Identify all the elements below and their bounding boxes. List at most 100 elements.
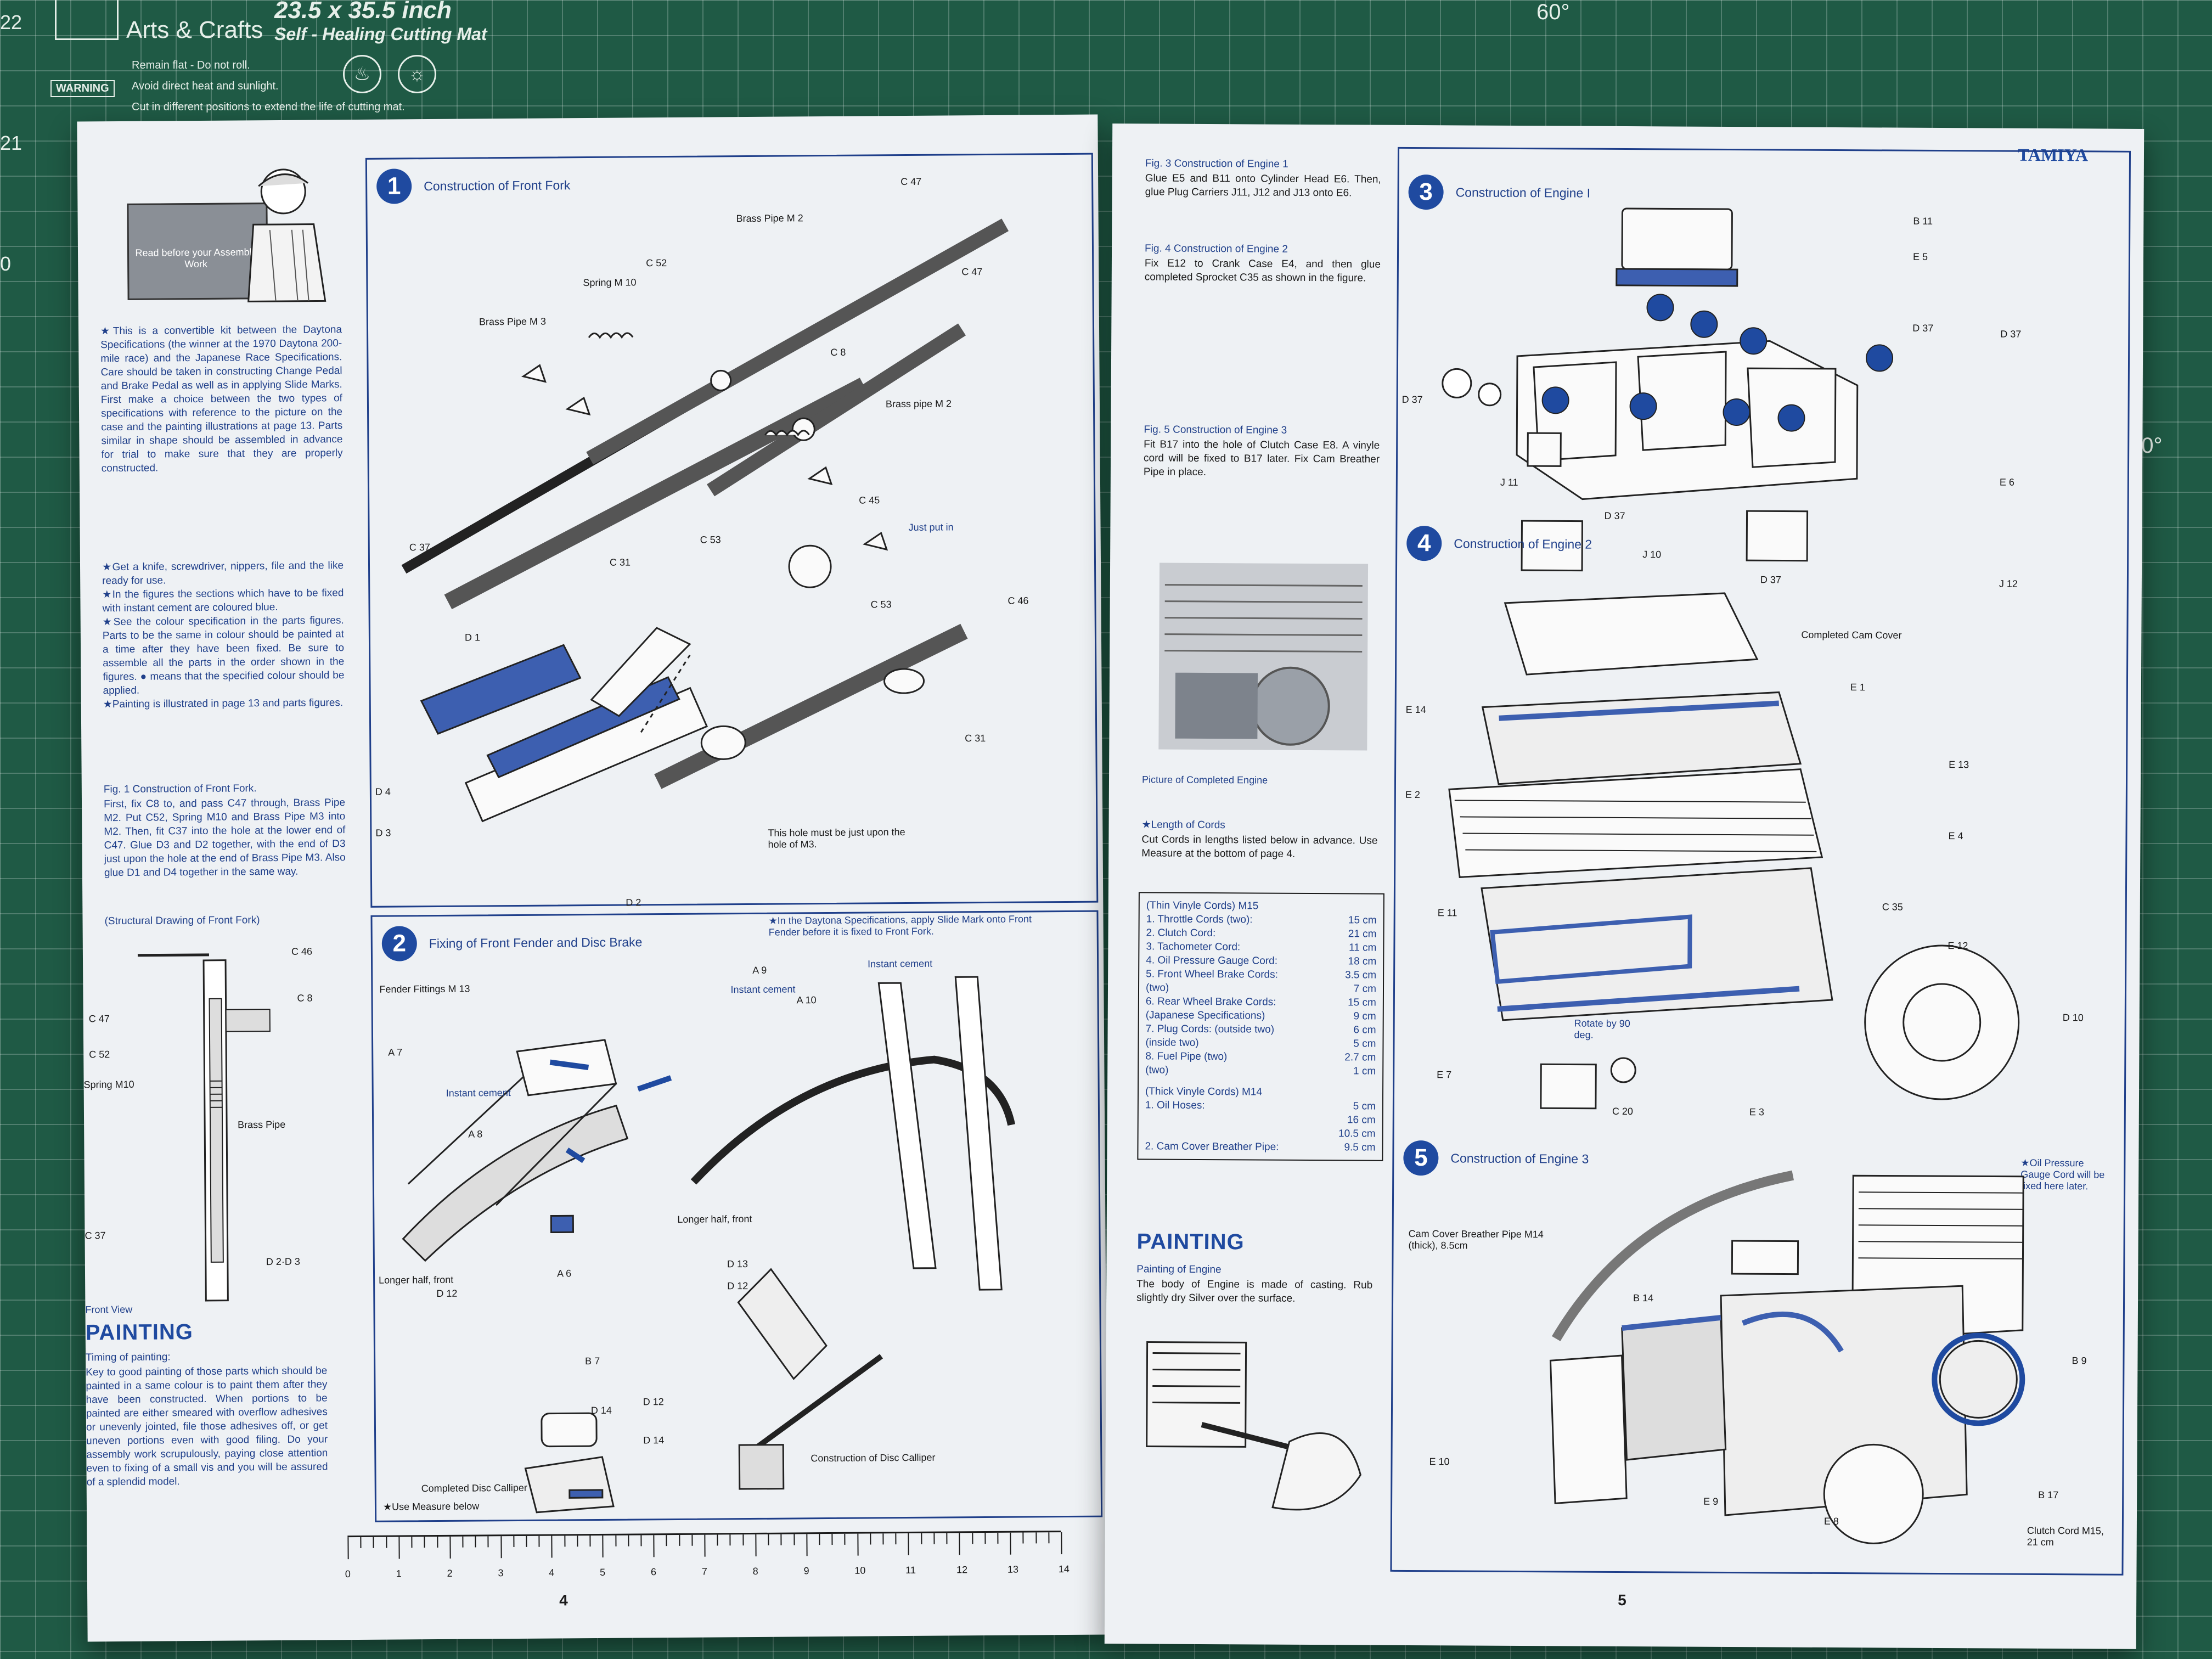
ruler-tick-label: 12 [956, 1564, 968, 1576]
s1-c31: C 31 [965, 732, 986, 744]
s1-just-put-in: Just put in [908, 521, 954, 533]
s1-brass-m2: Brass Pipe M 2 [736, 212, 803, 224]
s1-c8: C 8 [830, 346, 846, 358]
cord-length: 6 cm [1353, 1024, 1376, 1036]
ruler-tick-mark [526, 1536, 527, 1547]
mat-sun-icon: ☼ [398, 55, 436, 93]
ruler-tick-mark [386, 1537, 387, 1548]
ruler-tick-mark [882, 1533, 884, 1545]
ruler-tick-label: 7 [701, 1566, 707, 1577]
ruler-tick-mark [640, 1535, 642, 1546]
section-1-title: 1 Construction of Front Fork [376, 167, 571, 204]
ruler-tick-mark [1010, 1532, 1011, 1555]
ruler-tick-mark [819, 1534, 820, 1545]
s4-rotate-note: Rotate by 90 deg. [1574, 1017, 1630, 1041]
section-1-label: Construction of Front Fork [424, 177, 571, 193]
cord-row: (two)1 cm [1145, 1063, 1376, 1078]
cord-row: 1. Throttle Cords (two):15 cm [1146, 912, 1377, 927]
ruler-tick-mark [398, 1537, 400, 1559]
s2-instant-cement-3: Instant cement [446, 1087, 511, 1099]
section-2-label: Fixing of Front Fender and Disc Brake [429, 934, 643, 951]
ruler-tick-label: 2 [447, 1567, 453, 1579]
s2-d12-top: D 12 [436, 1287, 458, 1300]
ruler-tick-mark [1035, 1532, 1037, 1544]
cords-text: Cut Cords in lengths listed below in adv… [1141, 834, 1378, 860]
fig3-title: Fig. 3 Construction of Engine 1 [1145, 158, 1288, 170]
section-2-title: 2 Fixing of Front Fender and Disc Brake [381, 924, 643, 961]
section-2-number: 2 [381, 926, 418, 961]
ruler-tick-label: 4 [549, 1567, 555, 1578]
ruler-tick-mark [564, 1536, 566, 1547]
painting-sub-right: Painting of Engine [1136, 1263, 1222, 1276]
painting-text-left: Key to good painting of those parts whic… [86, 1365, 328, 1488]
s1-c47-right: C 47 [961, 266, 983, 278]
ruler-tick-label: 11 [905, 1564, 916, 1576]
s1-d3: D 3 [375, 827, 391, 839]
ruler-tick-mark [870, 1533, 871, 1545]
page-number-4: 4 [559, 1591, 568, 1609]
ruler-tick-mark [589, 1536, 591, 1547]
completed-engine-photo [1158, 563, 1369, 751]
s4-c20: C 20 [1612, 1105, 1633, 1117]
ruler-tick-mark [1022, 1532, 1024, 1544]
daytona-note: ★In the Daytona Specifications, apply Sl… [768, 913, 1032, 938]
s1-d2: D 2 [626, 897, 641, 908]
s1-brass-m3: Brass Pipe M 3 [479, 316, 547, 328]
s1-c31-top: C 31 [609, 556, 631, 568]
s3-j11: J 11 [1500, 476, 1518, 488]
s5-b17: B 17 [2038, 1489, 2059, 1501]
s1-c47-top: C 47 [900, 176, 922, 188]
fender-disc-brake-illustration [402, 976, 1016, 1514]
painting-heading-left: PAINTING [85, 1320, 194, 1345]
ruler-tick-mark [436, 1536, 438, 1548]
cord-length: 7 cm [1353, 983, 1377, 995]
cord-name: 2. Cam Cover Breather Pipe: [1145, 1140, 1279, 1153]
painting-text-right: The body of Engine is made of casting. R… [1136, 1278, 1373, 1304]
ruler-tick-mark [691, 1534, 693, 1546]
cord-row: 5. Front Wheel Brake Cords:3.5 cm [1146, 967, 1376, 982]
s4-e14: E 14 [1405, 704, 1426, 716]
ruler-tick-mark [704, 1534, 706, 1557]
ruler-tick-mark [933, 1533, 935, 1544]
struct-label-c46: C 46 [291, 946, 313, 957]
ruler-tick-mark [513, 1536, 515, 1548]
mat-tip-1: Remain flat - Do not roll. [132, 59, 250, 71]
ruler-tick-mark [959, 1533, 960, 1555]
mat-brand-line: Arts & Crafts [126, 16, 263, 43]
section-4-label: Construction of Engine 2 [1454, 536, 1592, 552]
s4-e12: E 12 [1948, 940, 1968, 952]
use-measure-note: ★Use Measure below [382, 1500, 480, 1512]
cord-row: 2. Clutch Cord:21 cm [1146, 926, 1376, 941]
painting-hand-illustration [1146, 1341, 1361, 1511]
cord-row: 10.5 cm [1145, 1126, 1376, 1140]
fig4-title: Fig. 4 Construction of Engine 2 [1145, 243, 1288, 255]
s1-c37: C 37 [409, 542, 430, 553]
ruler-tick-mark [793, 1534, 795, 1545]
ruler-tick-label: 3 [498, 1567, 504, 1579]
s3-d37-top: D 37 [1912, 322, 1934, 334]
ruler-tick-mark [424, 1537, 425, 1548]
s4-e11: E 11 [1437, 907, 1457, 919]
s5-e8: E 8 [1823, 1515, 1839, 1527]
s4-e4: E 4 [1948, 830, 1963, 842]
s2-completed-calliper: Completed Disc Calliper [421, 1482, 527, 1494]
mat-size: 23.5 x 35.5 inch [274, 0, 452, 24]
cord-name: (inside two) [1145, 1037, 1199, 1049]
struct-label-brass: Brass Pipe [238, 1118, 286, 1131]
mat-edge-22: 22 [0, 11, 22, 33]
ruler-tick-mark [411, 1537, 413, 1548]
s4-d10: D 10 [2062, 1012, 2084, 1023]
cord-name: (two) [1145, 1064, 1169, 1076]
structural-caption: (Structural Drawing of Front Fork) [104, 914, 260, 927]
cord-length: 9.5 cm [1344, 1141, 1376, 1154]
s1-c46: C 46 [1007, 595, 1029, 606]
s1-hole-note: This hole must be just upon the hole of … [768, 826, 905, 850]
cord-length: 16 cm [1347, 1114, 1376, 1126]
s2-longer-half-2: Longer half, front [677, 1213, 752, 1225]
struct-label-d2d3: D 2·D 3 [266, 1256, 300, 1268]
cord-name: 1. Throttle Cords (two): [1146, 913, 1253, 926]
s3-b11: B 11 [1913, 215, 1933, 227]
s3-e6: E 6 [1999, 476, 2014, 488]
